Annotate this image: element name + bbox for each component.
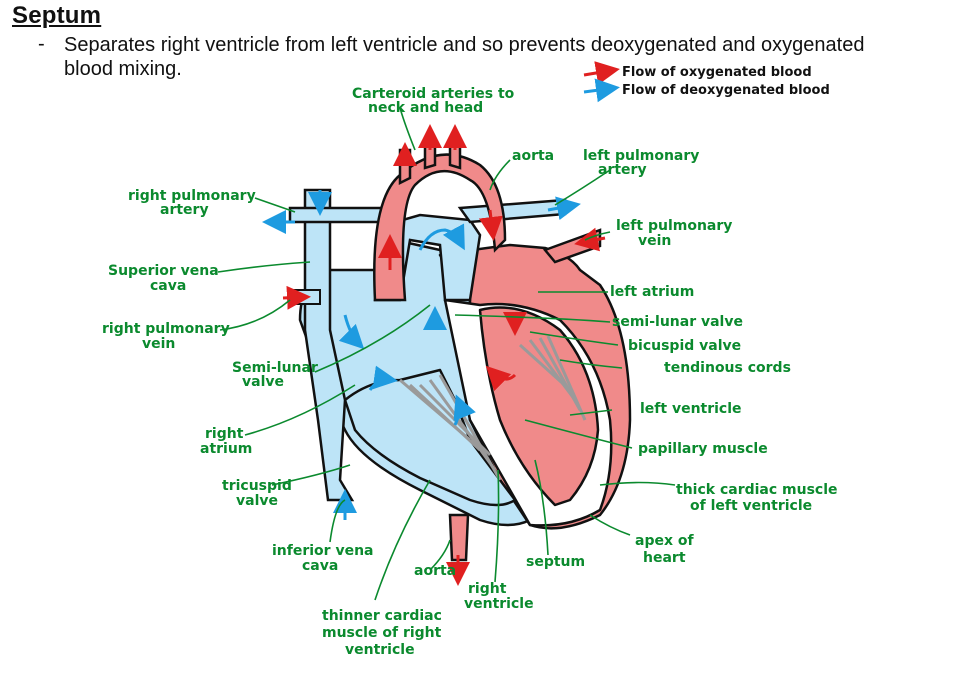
blue-arrow	[368, 365, 398, 391]
label-left-pulm-artery-2: artery	[598, 162, 647, 178]
left-ventricle-chamber	[478, 306, 600, 507]
label-inf-vena-cava-1: inferior vena	[272, 543, 374, 559]
blue-arrow	[338, 314, 365, 350]
label-tricuspid-2: valve	[236, 493, 278, 509]
label-left-ventricle: left ventricle	[640, 401, 742, 417]
label-sup-vena-cava-2: cava	[150, 278, 186, 294]
bullet-marker: -	[38, 33, 45, 55]
descending-aorta	[448, 513, 470, 562]
label-apex-2: heart	[643, 550, 686, 566]
red-arrow	[478, 209, 503, 241]
oxygenated-arrow-key	[583, 61, 620, 85]
label-papillary: papillary muscle	[638, 441, 768, 457]
label-semilunar-left: semi-lunar valve	[612, 314, 743, 330]
label-carotid-1: Carteroid arteries to	[352, 86, 515, 102]
label-thinner-2: muscle of right	[322, 625, 442, 641]
label-left-atrium: left atrium	[610, 284, 694, 300]
legend-deoxygenated: Flow of deoxygenated blood	[622, 83, 830, 98]
label-left-pulm-vein-2: vein	[638, 233, 671, 249]
label-right-ventricle-1: right	[468, 581, 507, 597]
label-inf-vena-cava-2: cava	[302, 558, 338, 574]
label-aorta-bottom: aorta	[414, 563, 456, 579]
label-sup-vena-cava-1: Superior vena	[108, 263, 219, 279]
blue-arrow	[418, 223, 465, 251]
flow-arrows	[262, 124, 606, 586]
red-arrow	[485, 365, 517, 392]
label-septum: septum	[526, 554, 585, 570]
label-thinner-1: thinner cardiac	[322, 608, 442, 624]
label-bicuspid: bicuspid valve	[628, 338, 741, 354]
label-right-pulm-vein-1: right pulmonary	[102, 321, 230, 337]
label-semilunar-right-2: valve	[242, 374, 284, 390]
deoxygenated-arrow-key	[583, 78, 620, 103]
red-arrow	[282, 285, 311, 310]
label-left-pulm-vein-1: left pulmonary	[616, 218, 732, 234]
label-right-ventricle-2: ventricle	[464, 596, 534, 612]
label-right-atrium-2: atrium	[200, 441, 252, 457]
description-text: Separates right ventricle from left vent…	[64, 34, 865, 80]
label-tendinous: tendinous cords	[664, 360, 791, 376]
red-arrow	[574, 227, 606, 252]
label-semilunar-right-1: Semi-lunar	[232, 360, 318, 376]
label-thick-2: of left ventricle	[690, 498, 812, 514]
label-carotid-2: neck and head	[368, 100, 483, 116]
left-pulmonary-vein	[542, 228, 602, 264]
label-right-pulm-vein-2: vein	[142, 336, 175, 352]
label-thick-1: thick cardiac muscle	[676, 482, 838, 498]
label-right-atrium-1: right	[205, 426, 244, 442]
label-thinner-3: ventricle	[345, 642, 415, 658]
label-tricuspid-1: tricuspid	[222, 478, 292, 494]
blue-arrow	[547, 196, 581, 221]
legend-oxygenated: Flow of oxygenated blood	[622, 65, 812, 80]
page-title: Septum	[12, 2, 102, 29]
legend: Flow of oxygenated blood Flow of deoxyge…	[583, 61, 830, 103]
leader-lines	[217, 107, 676, 601]
labels: Carteroid arteries to neck and head aort…	[102, 86, 838, 658]
label-left-pulm-artery-1: left pulmonary	[583, 148, 699, 164]
label-aorta-top: aorta	[512, 148, 554, 164]
label-right-pulm-artery-1: right pulmonary	[128, 188, 256, 204]
blue-arrow	[453, 394, 476, 426]
label-right-pulm-artery-2: artery	[160, 202, 209, 218]
label-apex-1: apex of	[635, 533, 694, 549]
